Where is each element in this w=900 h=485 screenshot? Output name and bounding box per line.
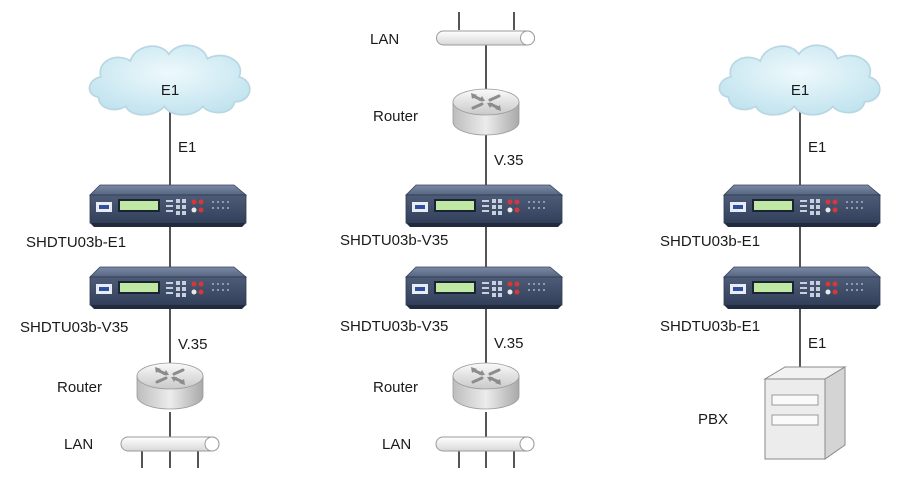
lan-pipe-icon <box>435 436 535 452</box>
lan-pipe-icon <box>435 30 536 46</box>
router-top-label: Router <box>373 108 418 125</box>
link-label-bottom: V.35 <box>494 335 523 352</box>
cloud-label: E1 <box>161 82 179 99</box>
device-lower-label: SHDTU03b-E1 <box>660 318 760 335</box>
column-2: LAN Router V.35 SHDTU03b-V35 SHDTU03b-V3… <box>340 12 563 468</box>
router-bottom-label: Router <box>373 379 418 396</box>
link-label-top: E1 <box>178 139 196 156</box>
link-label-top: E1 <box>808 139 826 156</box>
device-icon <box>89 184 247 228</box>
device-upper-label: SHDTU03b-V35 <box>340 232 448 249</box>
cloud-icon <box>88 44 251 116</box>
column-1: E1 E1 SHDTU03b-E1 SHDTU03b-V35 V.35 Rout… <box>20 44 251 468</box>
cloud-label: E1 <box>791 82 809 99</box>
link-label-bottom: E1 <box>808 335 826 352</box>
lan-pipe-icon <box>120 436 220 452</box>
device-lower-label: SHDTU03b-V35 <box>340 318 448 335</box>
device-upper-label: SHDTU03b-E1 <box>26 234 126 251</box>
lan-label: LAN <box>64 436 93 453</box>
router-icon <box>135 361 205 411</box>
link-label-bottom: V.35 <box>178 336 207 353</box>
pbx-icon <box>764 366 846 460</box>
device-lower-label: SHDTU03b-V35 <box>20 319 128 336</box>
device-icon <box>89 266 247 310</box>
device-upper-label: SHDTU03b-E1 <box>660 233 760 250</box>
column-3: E1 E1 SHDTU03b-E1 SHDTU03b-E1 E1 PBX <box>660 44 881 460</box>
cloud-icon <box>718 44 881 116</box>
link-label-top: V.35 <box>494 152 523 169</box>
router-icon <box>451 87 521 137</box>
device-icon <box>405 266 563 310</box>
lan-top-label: LAN <box>370 31 399 48</box>
router-icon <box>451 361 521 411</box>
pbx-label: PBX <box>698 411 728 428</box>
device-icon <box>723 184 881 228</box>
lan-bottom-label: LAN <box>382 436 411 453</box>
device-icon <box>723 266 881 310</box>
connection-lines <box>141 105 199 468</box>
device-icon <box>405 184 563 228</box>
router-label: Router <box>57 379 102 396</box>
